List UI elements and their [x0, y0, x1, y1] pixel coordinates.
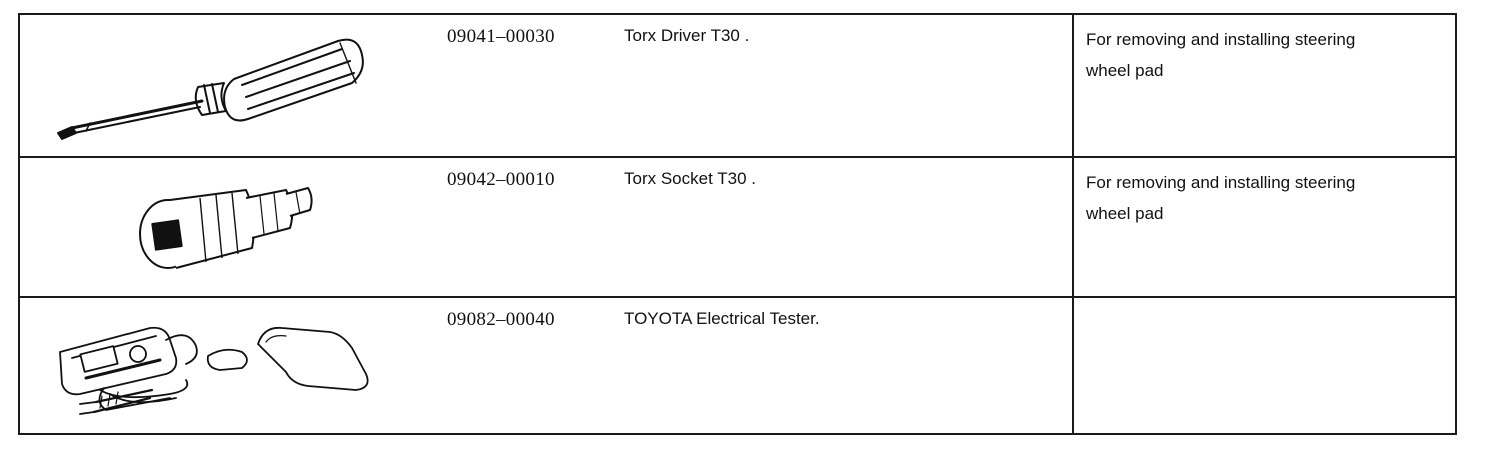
usage-note: For removing and installing steering whe… [1086, 173, 1356, 223]
torx-driver-icon [57, 38, 364, 140]
tool-name: Torx Driver T30 . [624, 26, 750, 45]
electrical-tester-icon [59, 326, 369, 415]
column-divider [1072, 298, 1074, 435]
column-divider [1072, 15, 1074, 156]
table-row: 09041–00030 Torx Driver T30 . For removi… [20, 15, 1455, 158]
part-number: 09042–00010 [447, 169, 555, 190]
part-number: 09082–00040 [447, 309, 555, 330]
torx-socket-icon [139, 187, 313, 269]
usage-note: For removing and installing steering whe… [1086, 30, 1356, 80]
tool-name: TOYOTA Electrical Tester. [624, 309, 820, 328]
special-tools-table: 09041–00030 Torx Driver T30 . For removi… [18, 13, 1457, 435]
tool-name: Torx Socket T30 . [624, 169, 756, 188]
part-number: 09041–00030 [447, 26, 555, 47]
column-divider [1072, 158, 1074, 296]
table-row: 09082–00040 TOYOTA Electrical Tester. [20, 298, 1455, 435]
table-row: 09042–00010 Torx Socket T30 . For removi… [20, 158, 1455, 298]
